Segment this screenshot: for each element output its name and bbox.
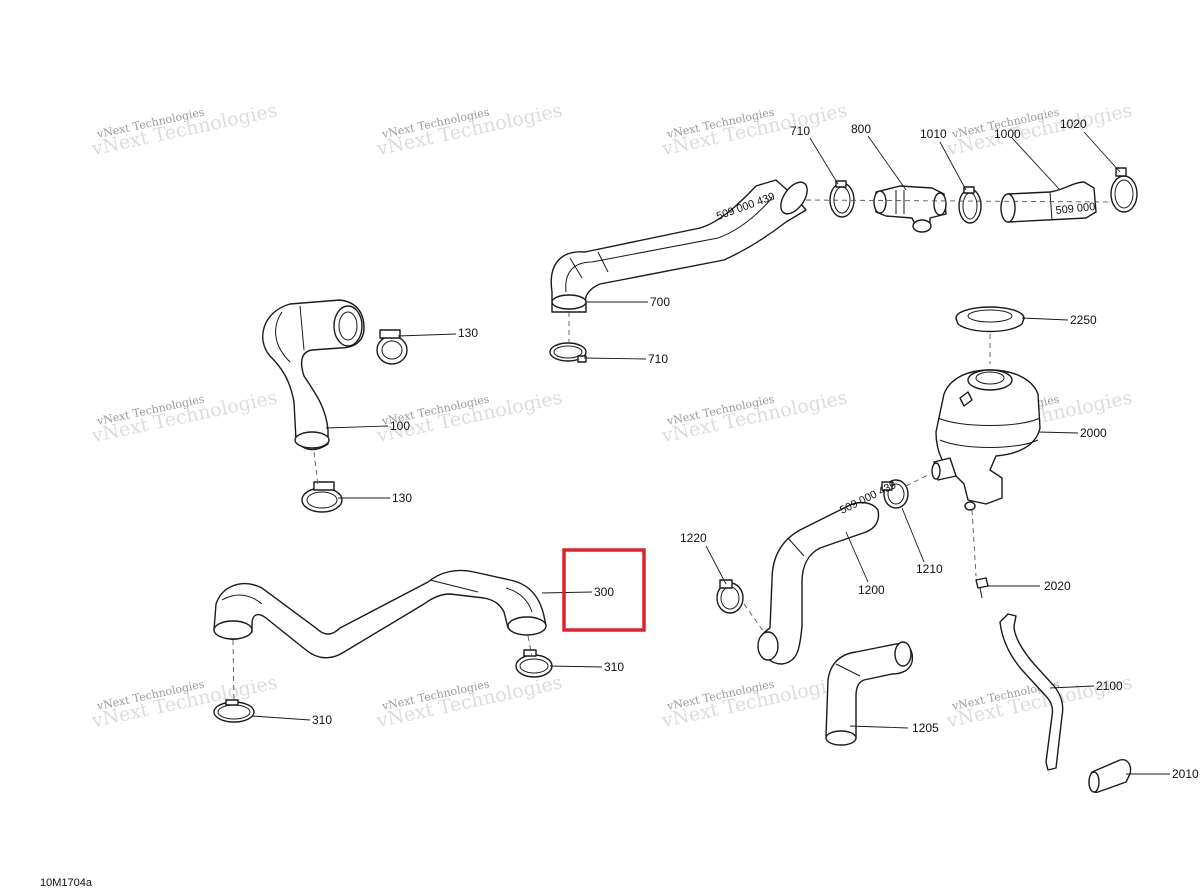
- hose-1200[interactable]: 509 000 439: [757, 479, 898, 665]
- highlight-box: [562, 548, 646, 632]
- watermark: vNext Technologies vNext Technologies: [944, 99, 1134, 160]
- watermark: vNext Technologies vNext Technologies: [89, 671, 279, 732]
- axis-300-right: [527, 635, 533, 657]
- figure-reference: 10M1704a: [40, 877, 93, 889]
- hose-1205[interactable]: [825, 641, 914, 746]
- clamp-310-left[interactable]: [213, 699, 255, 723]
- watermark: vNext Technologies vNext Technologies: [89, 99, 279, 160]
- callout-310-left[interactable]: 310: [312, 713, 332, 727]
- axis-screw: [971, 509, 977, 577]
- watermark: vNext Technologies vNext Technologies: [374, 99, 564, 160]
- callout-300[interactable]: 300: [594, 585, 614, 599]
- clamp-310-right[interactable]: [515, 649, 553, 678]
- hose-300[interactable]: [213, 569, 547, 659]
- callout-2000[interactable]: 2000: [1080, 426, 1107, 440]
- callout-2250[interactable]: 2250: [1070, 313, 1097, 327]
- watermark: vNext Technologies vNext Technologies: [659, 671, 849, 732]
- clamp-710-top[interactable]: [829, 180, 855, 218]
- watermark: vNext Technologies vNext Technologies: [659, 386, 849, 447]
- callout-1220[interactable]: 1220: [680, 531, 707, 545]
- hose-100[interactable]: [262, 299, 365, 451]
- clamp-130-bottom[interactable]: [301, 481, 343, 513]
- callout-710-top[interactable]: 710: [790, 124, 810, 138]
- clamp-1020[interactable]: [1110, 167, 1138, 213]
- hose-1000[interactable]: 509 000: [1000, 181, 1097, 223]
- callout-130-bottom[interactable]: 130: [392, 491, 412, 505]
- callout-800[interactable]: 800: [851, 122, 871, 136]
- callout-1020[interactable]: 1020: [1060, 117, 1087, 131]
- clamp-1220[interactable]: [716, 579, 744, 614]
- axis-1210: [905, 473, 931, 487]
- callout-1205[interactable]: 1205: [912, 721, 939, 735]
- callout-1200[interactable]: 1200: [858, 583, 885, 597]
- axis-300-left: [232, 639, 235, 703]
- callout-2100[interactable]: 2100: [1096, 679, 1123, 693]
- hose-2100[interactable]: [999, 613, 1064, 771]
- callouts: 710 800 1010 1000 1020 700 710 130 100 1…: [312, 117, 1199, 781]
- cap-2250[interactable]: [955, 306, 1025, 333]
- screw-2020[interactable]: [975, 577, 989, 599]
- callout-100[interactable]: 100: [390, 419, 410, 433]
- watermark: vNext Technologies vNext Technologies: [374, 386, 564, 447]
- reservoir-2000[interactable]: [931, 369, 1041, 511]
- watermark: vNext Technologies vNext Technologies: [89, 386, 279, 447]
- axis-100: [313, 451, 319, 487]
- callout-2020[interactable]: 2020: [1044, 579, 1071, 593]
- clamp-1010[interactable]: [958, 186, 982, 224]
- assembly-axis-top: [805, 199, 1113, 203]
- clamp-1210[interactable]: [881, 479, 909, 509]
- hose-2010[interactable]: [1088, 759, 1132, 793]
- hose-700[interactable]: 509 000 439: [550, 178, 812, 313]
- callout-700[interactable]: 700: [650, 295, 670, 309]
- watermark: vNext Technologies vNext Technologies: [659, 99, 849, 160]
- callout-1010[interactable]: 1010: [920, 127, 947, 141]
- hose-1000-marking: 509 000: [1055, 201, 1096, 217]
- clamp-710-bottom[interactable]: [549, 342, 587, 363]
- callout-1210[interactable]: 1210: [916, 562, 943, 576]
- callout-2010[interactable]: 2010: [1172, 767, 1199, 781]
- clamp-130-top[interactable]: [376, 329, 408, 365]
- leader-lines: [251, 131, 1170, 775]
- callout-310-right[interactable]: 310: [604, 660, 624, 674]
- axis-1220: [743, 603, 765, 633]
- callout-130-top[interactable]: 130: [458, 326, 478, 340]
- callout-1000[interactable]: 1000: [994, 127, 1021, 141]
- fitting-800[interactable]: [873, 185, 947, 233]
- callout-710-bottom[interactable]: 710: [648, 352, 668, 366]
